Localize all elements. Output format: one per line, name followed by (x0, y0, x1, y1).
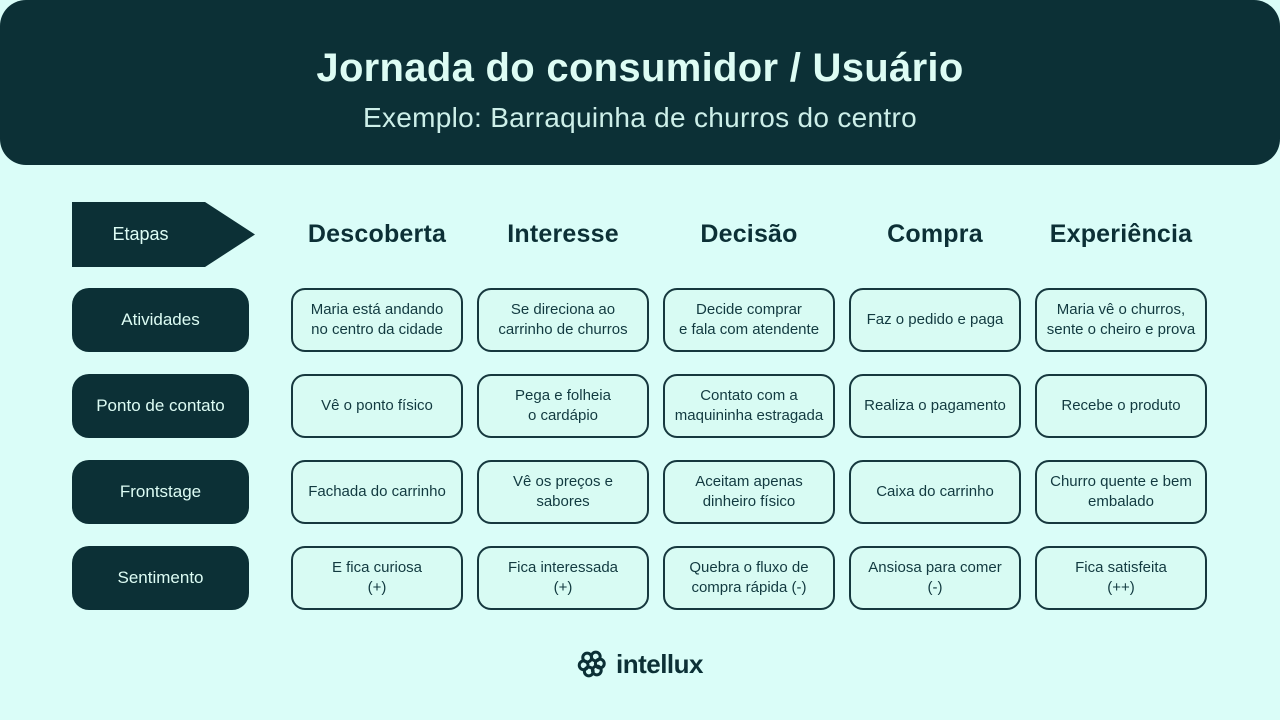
column-header-decisao: Decisão (700, 220, 798, 248)
cell-sentimento-experiencia: Fica satisfeita (++) (1035, 546, 1207, 610)
cells-atividades: Maria está andando no centro da cidade S… (291, 288, 1207, 352)
header-banner: Jornada do consumidor / Usuário Exemplo:… (0, 0, 1280, 165)
cell-atividades-interesse: Se direciona ao carrinho de churros (477, 288, 649, 352)
row-label-sentimento: Sentimento (72, 546, 249, 610)
cells-frontstage: Fachada do carrinho Vê os preços e sabor… (291, 460, 1207, 524)
cells-sentimento: E fica curiosa (+) Fica interessada (+) … (291, 546, 1207, 610)
cell-contato-decisao: Contato com a maquininha estragada (663, 374, 835, 438)
row-label-frontstage: Frontstage (72, 460, 249, 524)
cell-contato-interesse: Pega e folheia o cardápio (477, 374, 649, 438)
etapas-label: Etapas (112, 224, 169, 244)
footer-brand: intellux (0, 644, 1280, 684)
etapas-arrow: Etapas (72, 202, 255, 267)
cell-sentimento-compra: Ansiosa para comer (-) (849, 546, 1021, 610)
row-label-ponto-de-contato: Ponto de contato (72, 374, 249, 438)
journey-map: Etapas Descoberta Interesse Decisão Comp… (72, 202, 1207, 632)
row-ponto-de-contato: Ponto de contato Vê o ponto físico Pega … (72, 374, 1207, 438)
cell-sentimento-interesse: Fica interessada (+) (477, 546, 649, 610)
cell-frontstage-descoberta: Fachada do carrinho (291, 460, 463, 524)
cells-ponto-de-contato: Vê o ponto físico Pega e folheia o cardá… (291, 374, 1207, 438)
brand-name: intellux (615, 648, 704, 679)
row-frontstage: Frontstage Fachada do carrinho Vê os pre… (72, 460, 1207, 524)
cell-atividades-decisao: Decide comprar e fala com atendente (663, 288, 835, 352)
row-label-atividades: Atividades (72, 288, 249, 352)
cell-atividades-compra: Faz o pedido e paga (849, 288, 1021, 352)
cell-sentimento-descoberta: E fica curiosa (+) (291, 546, 463, 610)
page-title: Jornada do consumidor / Usuário (316, 45, 964, 90)
stage-columns: Descoberta Interesse Decisão Compra Expe… (291, 220, 1207, 249)
cell-atividades-descoberta: Maria está andando no centro da cidade (291, 288, 463, 352)
cell-frontstage-interesse: Vê os preços e sabores (477, 460, 649, 524)
column-header-interesse: Interesse (507, 220, 619, 248)
cell-sentimento-decisao: Quebra o fluxo de compra rápida (-) (663, 546, 835, 610)
column-header-descoberta: Descoberta (307, 220, 447, 248)
page-subtitle: Exemplo: Barraquinha de churros do centr… (363, 101, 917, 133)
column-header-compra: Compra (887, 220, 983, 248)
row-atividades: Atividades Maria está andando no centro … (72, 288, 1207, 352)
intellux-logo-icon (577, 649, 607, 679)
cell-frontstage-compra: Caixa do carrinho (849, 460, 1021, 524)
cell-contato-compra: Realiza o pagamento (849, 374, 1021, 438)
cell-frontstage-decisao: Aceitam apenas dinheiro físico (663, 460, 835, 524)
column-header-experiencia: Experiência (1049, 220, 1193, 248)
cell-frontstage-experiencia: Churro quente e bem embalado (1035, 460, 1207, 524)
stages-header-row: Etapas Descoberta Interesse Decisão Comp… (72, 202, 1207, 267)
cell-contato-experiencia: Recebe o produto (1035, 374, 1207, 438)
cell-atividades-experiencia: Maria vê o churros, sente o cheiro e pro… (1035, 288, 1207, 352)
cell-contato-descoberta: Vê o ponto físico (291, 374, 463, 438)
row-sentimento: Sentimento E fica curiosa (+) Fica inter… (72, 546, 1207, 610)
